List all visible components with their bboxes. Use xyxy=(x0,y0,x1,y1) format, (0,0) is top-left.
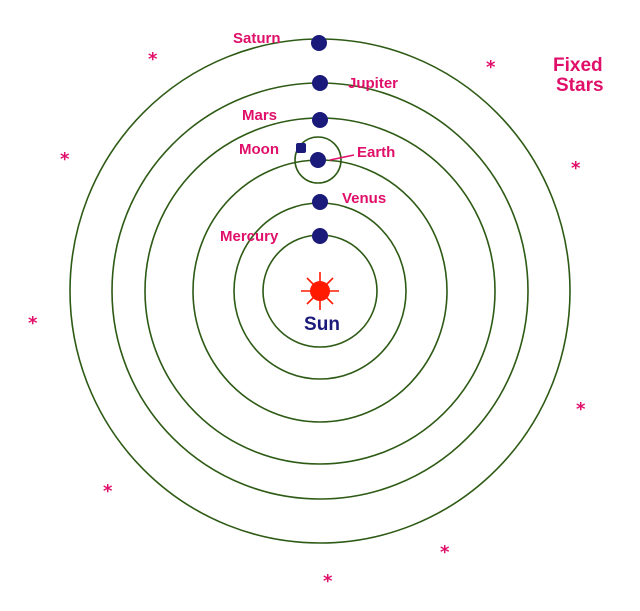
star-icon: * xyxy=(323,571,333,592)
sun-label: Sun xyxy=(304,314,340,335)
star-icon: * xyxy=(103,481,113,502)
star-icon: * xyxy=(486,57,496,78)
mars-label: Mars xyxy=(242,107,277,124)
venus-planet xyxy=(312,194,328,210)
jupiter-label: Jupiter xyxy=(348,75,398,92)
mercury-label: Mercury xyxy=(220,228,279,245)
star-icon: * xyxy=(440,542,450,563)
saturn-planet xyxy=(311,35,327,51)
star-icon: * xyxy=(576,399,586,420)
star-icon: * xyxy=(571,158,581,179)
earth-planet xyxy=(310,152,326,168)
star-icon: * xyxy=(28,313,38,334)
fixed-stars-label-line2: Stars xyxy=(556,75,604,96)
moon-label: Moon xyxy=(239,141,279,158)
moon-orbit xyxy=(294,136,342,184)
star-icon: * xyxy=(148,49,158,70)
star-icon: * xyxy=(60,149,70,170)
jupiter-planet xyxy=(312,75,328,91)
earth-label: Earth xyxy=(357,144,395,161)
venus-label: Venus xyxy=(342,190,386,207)
saturn-label: Saturn xyxy=(233,30,281,47)
moon-body xyxy=(296,143,306,153)
earth-pointer xyxy=(329,154,355,161)
mars-planet xyxy=(312,112,328,128)
sun-icon xyxy=(301,272,339,310)
mercury-planet xyxy=(312,228,328,244)
fixed-stars-label-line1: Fixed xyxy=(553,55,603,76)
